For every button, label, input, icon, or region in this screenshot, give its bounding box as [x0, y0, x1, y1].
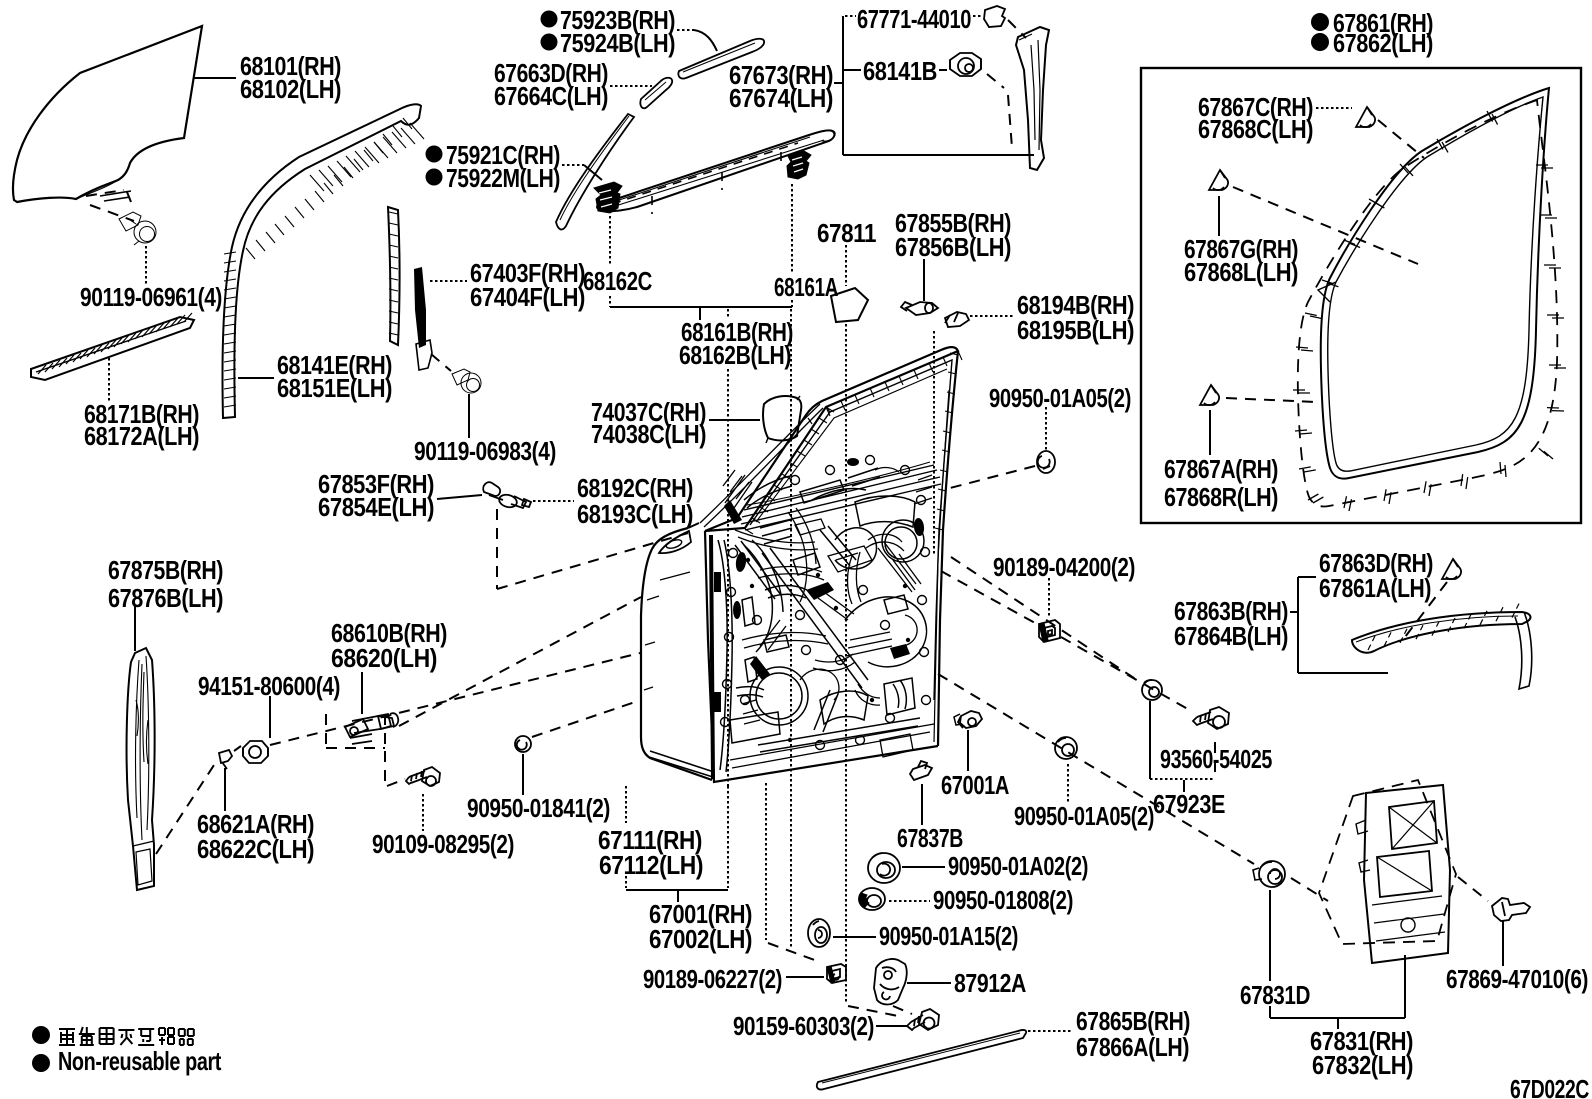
svg-text:67869-47010(6): 67869-47010(6)	[1446, 964, 1588, 994]
svg-text:67404F(LH): 67404F(LH)	[470, 282, 585, 312]
svg-text:68620(LH): 68620(LH)	[331, 643, 437, 673]
svg-text:67854E(LH): 67854E(LH)	[318, 492, 434, 522]
svg-text:67868R(LH): 67868R(LH)	[1164, 482, 1278, 512]
svg-text:67867C(RH): 67867C(RH)	[1198, 92, 1313, 122]
svg-text:75921C(RH): 75921C(RH)	[446, 140, 560, 170]
svg-text:90189-06227(2): 90189-06227(2)	[643, 964, 782, 994]
svg-text:68171B(RH): 68171B(RH)	[84, 399, 199, 429]
svg-text:67861(RH): 67861(RH)	[1333, 8, 1433, 38]
svg-text:67403F(RH): 67403F(RH)	[470, 258, 585, 288]
svg-text:67663D(RH): 67663D(RH)	[494, 58, 608, 88]
svg-text:67811: 67811	[817, 218, 876, 248]
svg-text:67855B(RH): 67855B(RH)	[895, 208, 1011, 238]
svg-text:68172A(LH): 68172A(LH)	[84, 421, 199, 451]
svg-text:67868L(LH): 67868L(LH)	[1184, 257, 1298, 287]
svg-text:67111(RH): 67111(RH)	[598, 825, 702, 855]
svg-text:67D022C: 67D022C	[1510, 1074, 1590, 1099]
svg-text:Non-reusable part: Non-reusable part	[58, 1046, 222, 1076]
svg-text:74038C(LH): 74038C(LH)	[591, 419, 706, 449]
svg-text:67867G(RH): 67867G(RH)	[1184, 234, 1298, 264]
svg-text:68195B(LH): 68195B(LH)	[1017, 315, 1134, 345]
svg-text:67868C(LH): 67868C(LH)	[1198, 114, 1313, 144]
svg-text:68610B(RH): 68610B(RH)	[331, 618, 447, 648]
svg-text:67856B(LH): 67856B(LH)	[895, 232, 1011, 262]
svg-text:68102(LH): 68102(LH)	[240, 74, 341, 104]
svg-text:67875B(RH): 67875B(RH)	[108, 555, 223, 585]
svg-text:67674(LH): 67674(LH)	[729, 83, 833, 113]
svg-text:68622C(LH): 68622C(LH)	[197, 834, 314, 864]
svg-text:67837B: 67837B	[897, 823, 963, 853]
svg-text:90159-60303(2): 90159-60303(2)	[733, 1011, 874, 1041]
svg-text:67832(LH): 67832(LH)	[1312, 1050, 1413, 1080]
svg-text:67112(LH): 67112(LH)	[599, 850, 703, 880]
svg-text:68192C(RH): 68192C(RH)	[577, 473, 693, 503]
svg-text:67923E: 67923E	[1153, 789, 1225, 819]
svg-text:90950-01808(2): 90950-01808(2)	[933, 885, 1073, 915]
svg-text:67876B(LH): 67876B(LH)	[108, 583, 223, 613]
svg-text:87912A: 87912A	[954, 968, 1027, 998]
svg-text:67861A(LH): 67861A(LH)	[1319, 573, 1431, 603]
svg-text:67862(LH): 67862(LH)	[1333, 28, 1433, 58]
svg-text:68194B(RH): 68194B(RH)	[1017, 290, 1134, 320]
svg-text:68141E(RH): 68141E(RH)	[277, 350, 392, 380]
svg-text:67865B(RH): 67865B(RH)	[1076, 1006, 1190, 1036]
svg-text:67863B(RH): 67863B(RH)	[1174, 596, 1288, 626]
svg-text:90119-06961(4): 90119-06961(4)	[80, 282, 222, 312]
svg-text:68151E(LH): 68151E(LH)	[277, 373, 392, 403]
svg-text:90189-04200(2): 90189-04200(2)	[993, 552, 1135, 582]
svg-text:68161A: 68161A	[774, 272, 839, 302]
svg-text:68161B(RH): 68161B(RH)	[681, 317, 793, 347]
svg-text:68162C: 68162C	[583, 266, 653, 296]
svg-text:67853F(RH): 67853F(RH)	[318, 469, 434, 499]
svg-text:67664C(LH): 67664C(LH)	[494, 81, 608, 111]
svg-text:67866A(LH): 67866A(LH)	[1076, 1032, 1189, 1062]
svg-text:75924B(LH): 75924B(LH)	[560, 28, 675, 58]
svg-text:68141B: 68141B	[863, 56, 937, 86]
svg-text:74037C(RH): 74037C(RH)	[591, 397, 706, 427]
svg-text:67673(RH): 67673(RH)	[729, 60, 833, 90]
svg-text:75923B(RH): 75923B(RH)	[560, 5, 675, 35]
svg-text:90950-01A15(2): 90950-01A15(2)	[879, 921, 1018, 951]
svg-text:67001(RH): 67001(RH)	[649, 899, 752, 929]
svg-text:67001A: 67001A	[941, 770, 1010, 800]
svg-text:68162B(LH): 68162B(LH)	[679, 340, 791, 370]
svg-text:90950-01A02(2): 90950-01A02(2)	[948, 851, 1088, 881]
svg-text:67867A(RH): 67867A(RH)	[1164, 454, 1278, 484]
svg-text:90950-01A05(2): 90950-01A05(2)	[1014, 801, 1154, 831]
svg-text:90119-06983(4): 90119-06983(4)	[414, 436, 556, 466]
svg-text:68101(RH): 68101(RH)	[240, 51, 341, 81]
svg-text:93560-54025: 93560-54025	[1160, 744, 1272, 774]
svg-text:67831(RH): 67831(RH)	[1310, 1026, 1413, 1056]
svg-text:67771-44010: 67771-44010	[857, 4, 971, 34]
svg-text:68621A(RH): 68621A(RH)	[197, 809, 314, 839]
svg-text:67831D: 67831D	[1240, 980, 1310, 1010]
svg-text:90950-01A05(2): 90950-01A05(2)	[989, 383, 1131, 413]
svg-text:90950-01841(2): 90950-01841(2)	[467, 793, 610, 823]
svg-text:75922M(LH): 75922M(LH)	[446, 163, 560, 193]
svg-text:90109-08295(2): 90109-08295(2)	[372, 829, 514, 859]
svg-text:67864B(LH): 67864B(LH)	[1174, 621, 1288, 651]
svg-text:67002(LH): 67002(LH)	[649, 924, 752, 954]
svg-text:68193C(LH): 68193C(LH)	[577, 499, 693, 529]
svg-text:67863D(RH): 67863D(RH)	[1319, 548, 1433, 578]
